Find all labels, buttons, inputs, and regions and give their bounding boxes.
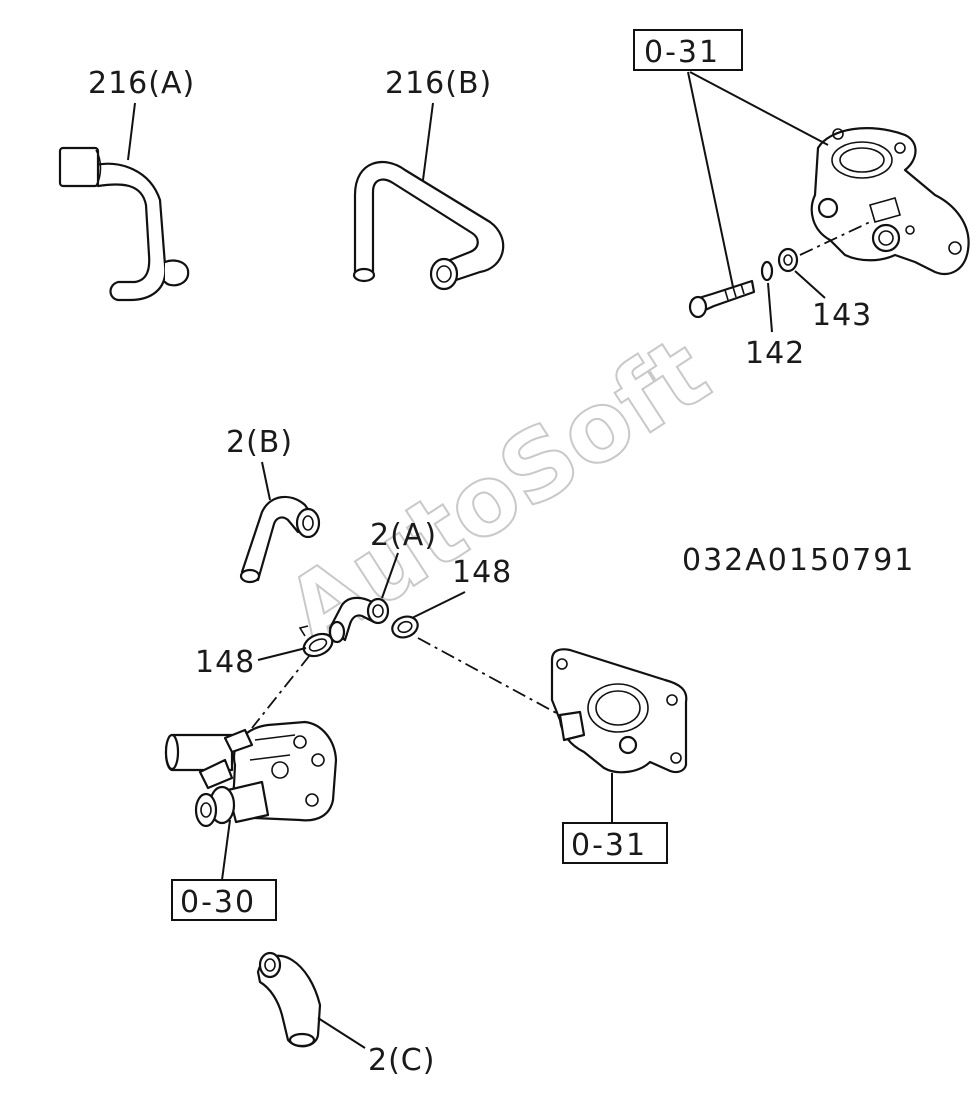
reference-box-0-30: 0-30 [171,819,277,921]
leader-216a [127,102,136,161]
reference-box-top: 0-31 [633,29,829,288]
hose-2a: 2(A) [328,518,437,644]
centerline-right [417,637,561,716]
leader-148-left [257,647,307,661]
label-142: 142 [745,336,805,371]
leader-143 [794,270,826,299]
leader-ref-top-bolt [687,71,734,288]
hose-216a: 216(A) [58,66,195,302]
hose-2b: 2(B) [226,425,321,584]
label-148-right: 148 [452,555,512,590]
hose-216b: 216(B) [352,66,505,291]
bolt [688,279,756,319]
ref-top-text: 0-31 [644,35,720,70]
leader-148-right [411,591,466,619]
hose-2c: 2(C) [256,951,435,1078]
thermostat-housing-middle [550,648,688,774]
leader-2a [381,552,399,599]
reference-box-middle: 0-31 [562,773,668,864]
leader-ref-top-housing [689,71,829,146]
thermostat-housing-top [810,127,970,276]
leader-216b [422,102,434,181]
housing-0-30 [164,720,338,828]
figure-id: 032A0150791 [682,543,915,578]
label-2c: 2(C) [368,1043,435,1078]
label-148-left: 148 [195,645,255,680]
label-143: 143 [812,298,872,333]
label-2a: 2(A) [370,518,437,553]
label-216a: 216(A) [88,66,195,101]
leader-142 [767,282,773,333]
centerline-bolt [799,221,871,256]
ref-middle-text: 0-31 [571,828,647,863]
washer-143 [777,247,799,273]
clip-148-left [298,625,334,658]
leader-2b [261,461,271,501]
centerline-left [251,654,311,729]
label-2b: 2(B) [226,425,293,460]
label-216b: 216(B) [385,66,492,101]
clip-148-right [391,615,419,639]
ref-0-30-text: 0-30 [180,885,256,920]
leader-ref-0-30 [221,819,231,881]
leader-2c [317,1017,366,1049]
washer-142 [760,260,774,282]
